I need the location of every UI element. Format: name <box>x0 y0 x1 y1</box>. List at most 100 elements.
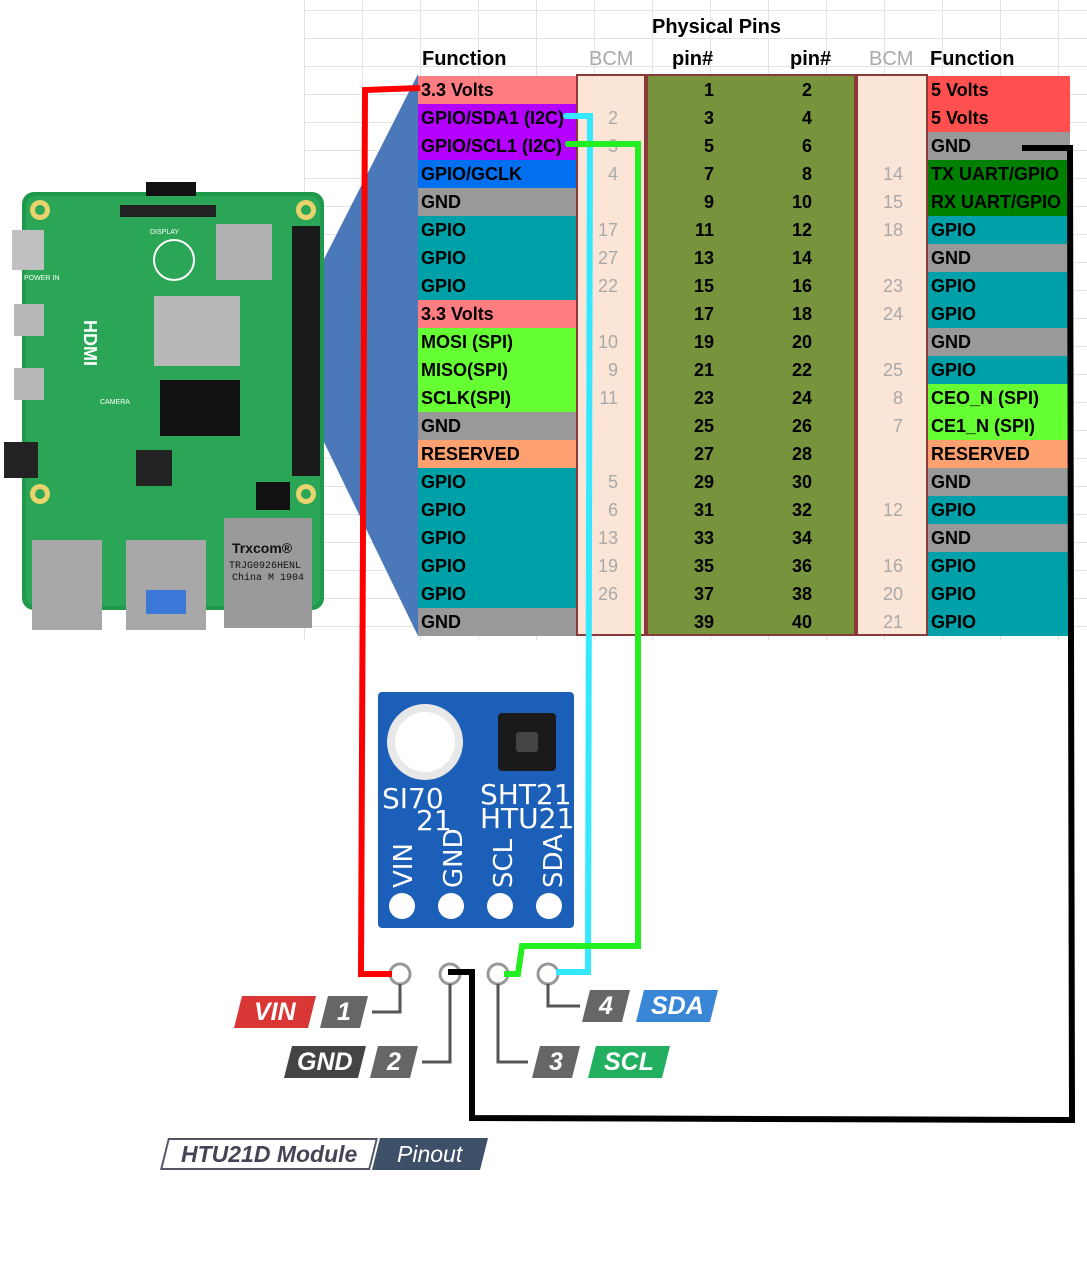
pin-function-right: RESERVED <box>928 440 1070 468</box>
ram-chip <box>160 380 240 436</box>
pin-function-left: GPIO <box>418 552 576 580</box>
tag-gnd: GND <box>284 1046 366 1078</box>
sensor-pin-scl: SCL <box>489 838 519 888</box>
tag-vin: VIN <box>234 996 316 1028</box>
physical-pin-right: 14 <box>791 248 812 268</box>
header-function-left: Function <box>422 48 507 70</box>
pin-function-left: GPIO <box>418 216 576 244</box>
physical-pin-left: 13 <box>693 248 714 268</box>
pin-function-left: GPIO <box>418 580 576 608</box>
camera-label: CAMERA <box>100 399 130 406</box>
bcm-number-left: 27 <box>597 248 618 268</box>
pin-pad-icon <box>536 893 562 919</box>
pin-pad-icon <box>438 893 464 919</box>
audio-jack <box>4 442 38 478</box>
wifi-shield <box>216 224 272 280</box>
pinout-connectors <box>372 962 580 1064</box>
display-connector <box>120 205 216 217</box>
bcm-number-right: 8 <box>892 388 903 408</box>
raspberry-pi-board: Trxcom® TRJG0926HENL China M 1904 HDMI P… <box>4 182 324 630</box>
header-bcm-left: BCM <box>589 48 634 70</box>
pin-function-right: GND <box>928 328 1070 356</box>
usb3-port <box>126 540 206 630</box>
pin-function-right: GPIO <box>928 552 1070 580</box>
pin-function-left: GPIO <box>418 524 576 552</box>
wire-scl <box>504 141 641 977</box>
pin-function-left: GPIO <box>418 496 576 524</box>
physical-pin-right: 20 <box>791 332 812 352</box>
display-label: DISPLAY <box>150 229 179 236</box>
pin-function-left: 3.3 Volts <box>418 300 576 328</box>
pin-function-right: GPIO <box>928 356 1070 384</box>
physical-pin-right: 24 <box>791 388 812 408</box>
pin-function-left: GND <box>418 608 576 636</box>
physical-pin-left: 31 <box>693 500 714 520</box>
physical-pin-left: 17 <box>693 304 714 324</box>
physical-pin-right: 32 <box>791 500 812 520</box>
physical-pin-left: 35 <box>693 556 714 576</box>
wire-vin <box>357 85 421 977</box>
pin-function-right: CEO_N (SPI) <box>928 384 1070 412</box>
physical-pin-column <box>646 74 856 636</box>
ethernet-model: TRJG0926HENL <box>229 561 301 572</box>
usb2-port <box>32 540 102 630</box>
sensor-pin-vin: VIN <box>389 843 419 888</box>
hdmi-label: HDMI <box>80 320 100 366</box>
bcm-number-left: 2 <box>607 108 618 128</box>
physical-pin-left: 21 <box>693 360 714 380</box>
bcm-number-left: 11 <box>599 388 618 408</box>
sensor-pin-gnd: GND <box>439 828 469 888</box>
pin-function-left: RESERVED <box>418 440 576 468</box>
ethernet-port <box>224 518 312 628</box>
pin-pad-icon <box>389 893 415 919</box>
physical-pin-right: 38 <box>791 584 812 604</box>
bcm-number-right: 23 <box>882 276 903 296</box>
pin-function-right: GND <box>928 524 1070 552</box>
physical-pin-right: 10 <box>791 192 812 212</box>
bcm-number-left: 9 <box>607 360 618 380</box>
bcm-number-right: 7 <box>892 416 903 436</box>
power-label: POWER IN <box>24 275 59 282</box>
physical-pin-right: 12 <box>791 220 812 240</box>
pin-function-right: GND <box>928 244 1070 272</box>
physical-pin-left: 23 <box>693 388 714 408</box>
physical-pin-right: 8 <box>801 164 812 184</box>
chip-label-21: 21 <box>416 804 452 837</box>
physical-pin-right: 40 <box>791 612 812 632</box>
pin-pad-icon <box>487 893 513 919</box>
zoom-wedge <box>322 74 418 636</box>
bcm-number-left: 4 <box>607 164 618 184</box>
physical-pin-left: 5 <box>703 136 714 156</box>
bcm-number-left: 10 <box>597 332 618 352</box>
physical-pin-right: 4 <box>801 108 812 128</box>
physical-pin-left: 7 <box>703 164 714 184</box>
pin-function-right: GPIO <box>928 272 1070 300</box>
tag-scl: SCL <box>588 1046 670 1078</box>
physical-pin-left: 11 <box>694 220 714 240</box>
gpio-header <box>292 226 320 476</box>
physical-pin-right: 36 <box>791 556 812 576</box>
ethernet-origin: China M 1904 <box>232 572 304 584</box>
module-title: HTU21D Module <box>160 1138 378 1170</box>
tag-sda: SDA <box>636 990 718 1022</box>
physical-pin-left: 37 <box>693 584 714 604</box>
usb-c-port <box>12 230 44 270</box>
header-bcm-right: BCM <box>869 48 914 70</box>
physical-pin-right: 26 <box>791 416 812 436</box>
pin-function-right: GPIO <box>928 608 1070 636</box>
physical-pin-left: 15 <box>693 276 714 296</box>
physical-pin-right: 34 <box>791 528 812 548</box>
header-pin-left: pin# <box>672 48 714 70</box>
pin-function-left: MISO(SPI) <box>418 356 576 384</box>
bcm-right-column <box>856 74 928 636</box>
bcm-number-right: 15 <box>882 192 903 212</box>
pin-function-left: MOSI (SPI) <box>418 328 576 356</box>
physical-pin-left: 27 <box>693 444 714 464</box>
bcm-number-left: 19 <box>597 556 618 576</box>
bcm-number-left: 17 <box>597 220 618 240</box>
pin-function-left: SCLK(SPI) <box>418 384 576 412</box>
physical-pin-right: 2 <box>801 80 812 100</box>
ethernet-brand: Trxcom® <box>232 540 293 556</box>
chip-label-sht21: SHT21 <box>480 778 572 811</box>
physical-pin-left: 19 <box>693 332 714 352</box>
